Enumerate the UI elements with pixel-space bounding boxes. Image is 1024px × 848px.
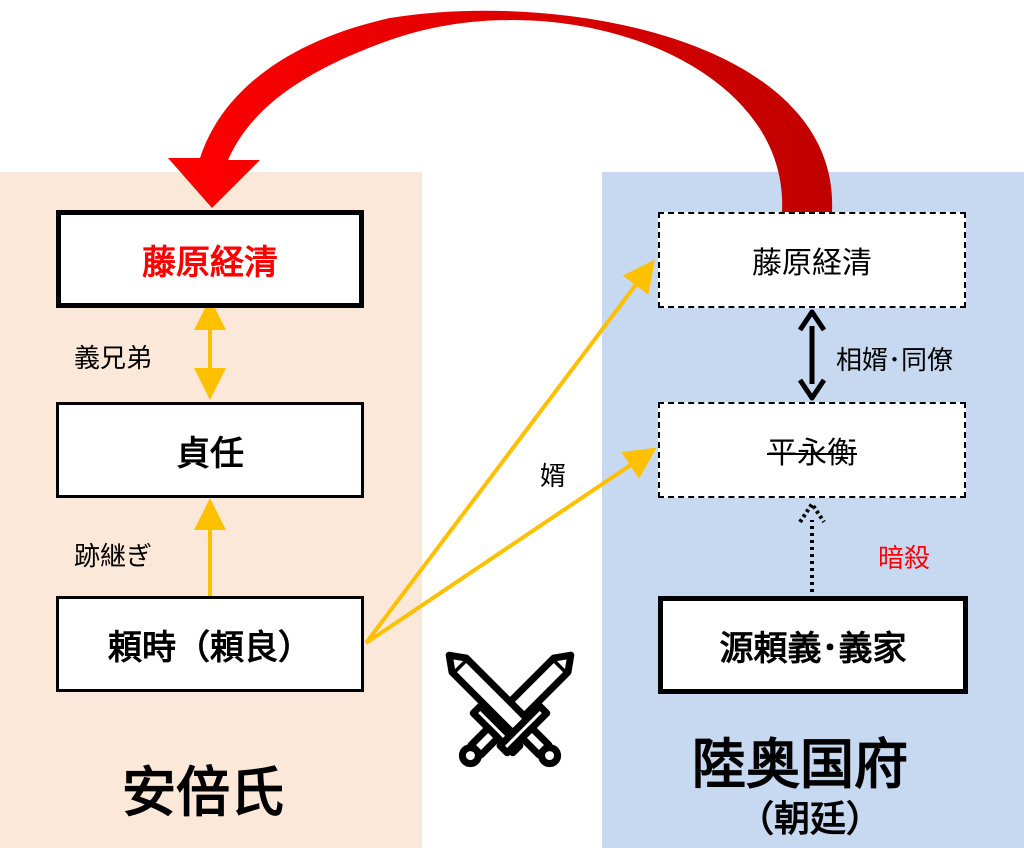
colleague-arrow [797,309,827,401]
crossed-swords-icon [445,651,575,768]
son-in-law-arrow-fujiwara [364,259,655,645]
minamoto-box: 源頼義･義家 [658,596,968,694]
sadato-box: 貞任 [56,402,364,498]
defection-arrow [168,10,833,212]
sadato-label: 貞任 [176,433,244,474]
abe-clan-title: 安倍氏 [122,761,284,824]
minamoto-label: 源頼義･義家 [719,628,907,669]
son-in-law-label: 婿 [540,462,567,492]
fujiwara-tsunekiyo-abe-label: 藤原経清 [142,242,278,283]
mutsu-government-title: 陸奥国府 [692,733,908,796]
yoritoki-label: 頼時（頼良） [108,627,312,668]
assassination-arrow [798,500,826,592]
taira-nagahira-label: 平永衡 [767,436,857,471]
fujiwara-tsunekiyo-mutsu-label: 藤原経清 [752,246,872,281]
fujiwara-tsunekiyo-abe-box: 藤原経清 [56,210,364,308]
assassination-label: 暗殺 [878,544,931,574]
mutsu-government-subtitle: （朝廷） [738,799,883,840]
brothers-in-law-label: 義兄弟 [74,344,153,374]
yoritoki-box: 頼時（頼良） [56,596,364,692]
fujiwara-tsunekiyo-mutsu-box: 藤原経清 [658,212,966,308]
taira-nagahira-box: 平永衡 [658,402,966,498]
colleague-label: 相婿･同僚 [836,346,954,376]
son-in-law-arrow-taira [364,447,657,645]
successor-label: 跡継ぎ [74,542,153,572]
